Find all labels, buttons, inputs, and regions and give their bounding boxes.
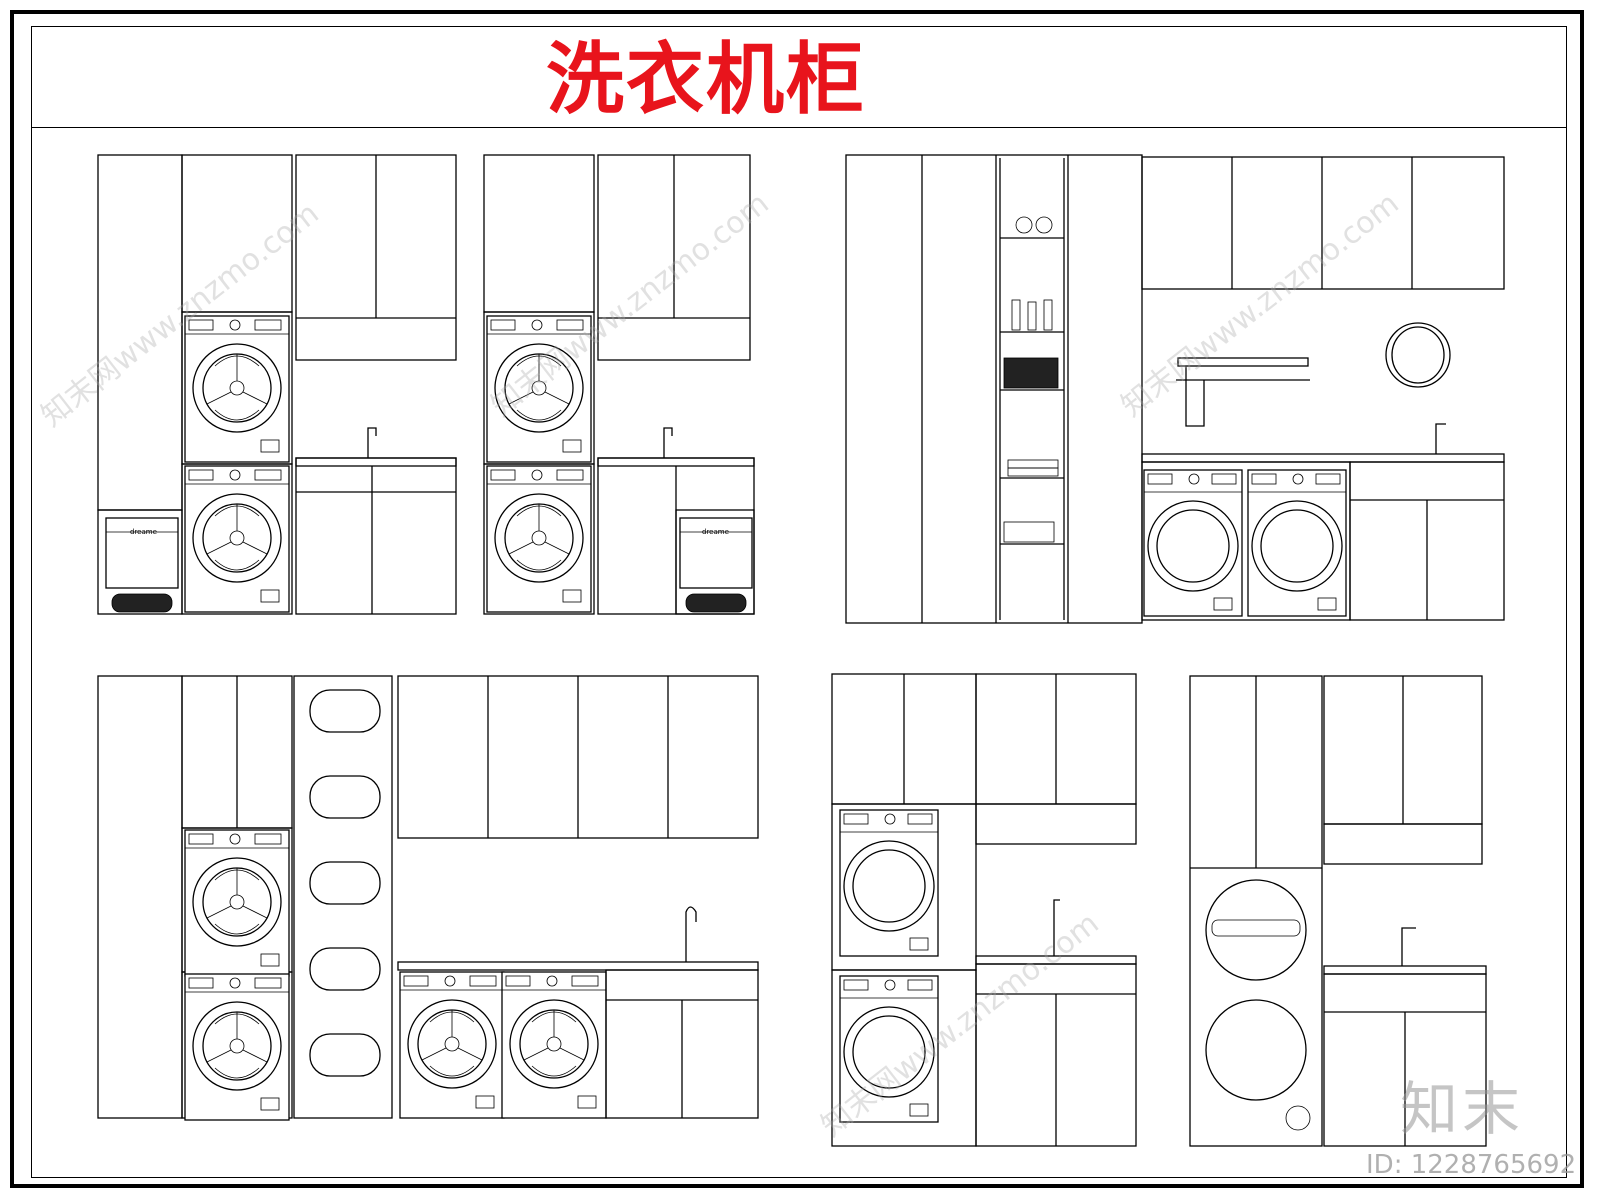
dock-brand-b: dreame <box>702 528 729 536</box>
watermark-brand: 知末 <box>1400 1075 1525 1143</box>
title-divider <box>31 127 1567 128</box>
elevation-b: dreame <box>483 154 755 615</box>
elevation-c <box>845 154 1505 624</box>
inner-frame <box>31 26 1567 1178</box>
outer-frame <box>10 10 1584 1188</box>
drawing-title: 洗衣机柜 <box>546 34 867 125</box>
elevation-a: dreame <box>97 154 457 615</box>
elevation-e <box>831 673 1137 1147</box>
dock-brand-a: dreame <box>130 528 157 536</box>
elevation-d <box>97 675 759 1121</box>
elevation-f <box>1189 675 1487 1147</box>
watermark-id: ID: 1228765692 <box>1366 1150 1577 1180</box>
